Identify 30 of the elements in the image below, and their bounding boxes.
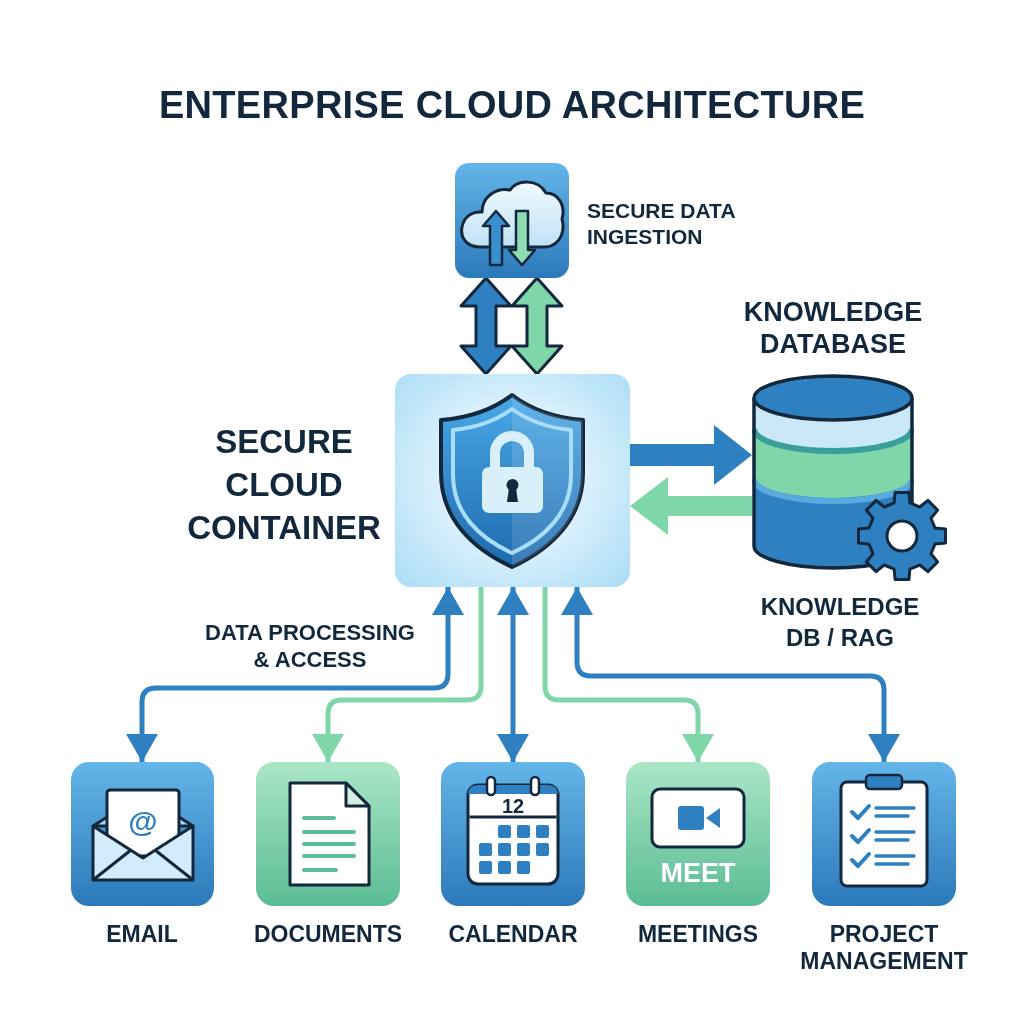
node-caption: PROJECT MANAGEMENT	[799, 921, 969, 975]
node-caption: MEETINGS	[637, 921, 759, 948]
node-caption: EMAIL	[106, 921, 178, 948]
icon-tile	[256, 762, 400, 906]
node-caption: SECURE CLOUD CONTAINER	[186, 422, 382, 548]
date-number: 12	[501, 796, 525, 816]
container-panel	[395, 374, 630, 587]
connector-arrow	[542, 587, 714, 762]
icon-tile	[812, 762, 956, 906]
annotation-text: DATA PROCESSING & ACCESS	[204, 619, 416, 673]
node-caption: CALENDAR	[448, 921, 578, 948]
node-caption: DOCUMENTS	[253, 921, 403, 948]
connector-arrow	[126, 587, 464, 762]
diagram-title: ENTERPRISE CLOUD ARCHITECTURE	[158, 83, 866, 128]
icon-tile	[626, 762, 770, 906]
block-arrow	[459, 276, 513, 376]
block-arrow	[510, 276, 564, 376]
connector-arrow	[561, 587, 900, 762]
node-caption: KNOWLEDGE DB / RAG	[759, 592, 921, 653]
tile-text: MEET	[660, 859, 736, 887]
block-arrow	[630, 477, 752, 535]
node-caption: KNOWLEDGE DATABASE	[742, 296, 924, 360]
icon-tile	[455, 163, 569, 278]
block-arrow	[630, 425, 752, 485]
at-symbol: @	[128, 807, 158, 837]
icon-tile	[71, 762, 214, 906]
connector-arrow	[497, 587, 529, 762]
icon-tile	[441, 762, 585, 906]
node-caption: SECURE DATA INGESTION	[587, 198, 736, 250]
connector-arrow	[312, 587, 484, 762]
